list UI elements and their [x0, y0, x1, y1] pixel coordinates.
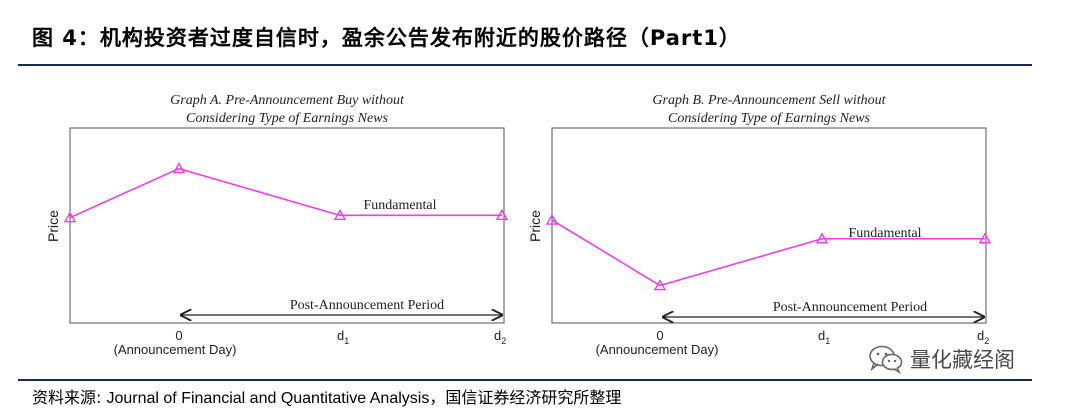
panel-b-point-2 — [815, 232, 829, 244]
panel-a-fundamental-label: Fundamental — [363, 198, 436, 213]
panel-b-y-label: Price — [527, 210, 543, 242]
panel-b-marks — [545, 213, 992, 291]
panel-b: Graph B. Pre-Announcement Sell without C… — [527, 93, 992, 357]
source-journal: Journal of Financial and Quantitative An… — [106, 390, 430, 407]
panel-a-y-label: Price — [45, 210, 61, 242]
panel-b-period-label: Post-Announcement Period — [773, 300, 927, 315]
panel-a-point-2 — [333, 208, 347, 221]
panel-a-period-label: Post-Announcement Period — [290, 298, 444, 313]
panel-b-tick-0: 0 — [656, 328, 663, 343]
panel-a-frame — [69, 127, 505, 324]
panel-a-point-0 — [63, 211, 77, 223]
panel-a-point-3 — [495, 208, 509, 221]
panel-b-point-3 — [978, 232, 992, 244]
panel-a: Graph A. Pre-Announcement Buy without Co… — [45, 93, 509, 357]
bottom-rule — [18, 379, 1032, 381]
panel-b-title: Graph B. Pre-Announcement Sell without — [652, 93, 886, 108]
panel-a-announcement-note: (Announcement Day) — [114, 342, 237, 357]
panel-b-subtitle: Considering Type of Earnings News — [668, 111, 871, 126]
panel-b-price-line — [551, 219, 985, 287]
panel-a-marks — [63, 162, 509, 223]
panel-a-tick-0: 0 — [175, 328, 182, 343]
panel-b-point-1 — [653, 279, 667, 291]
source-suffix: ，国信证券经济研究所整理 — [429, 388, 622, 407]
panel-b-announcement-note: (Announcement Day) — [596, 342, 719, 357]
top-rule — [18, 64, 1032, 66]
panel-a-price-line — [69, 167, 502, 219]
panel-b-frame — [551, 127, 987, 324]
panel-b-point-0 — [545, 213, 559, 225]
panel-a-title: Graph A. Pre-Announcement Buy without — [170, 93, 405, 108]
panel-a-tick-d2: d2 — [494, 328, 506, 346]
watermark: 量化藏经阁 — [868, 342, 1015, 376]
wechat-icon — [869, 345, 903, 374]
panel-b-fundamental-label: Fundamental — [848, 226, 921, 241]
panel-a-tick-d1: d1 — [337, 328, 349, 346]
source-prefix: 资料来源: — [32, 388, 107, 407]
panel-a-subtitle: Considering Type of Earnings News — [186, 111, 389, 126]
figure-title: 图 4：机构投资者过度自信时，盈余公告发布附近的股价路径（Part1） — [32, 26, 741, 50]
panel-a-point-1 — [172, 162, 186, 174]
source-note: 资料来源: Journal of Financial and Quantitat… — [32, 384, 621, 408]
panel-b-tick-d1: d1 — [818, 328, 830, 346]
watermark-text: 量化藏经阁 — [910, 348, 1015, 372]
